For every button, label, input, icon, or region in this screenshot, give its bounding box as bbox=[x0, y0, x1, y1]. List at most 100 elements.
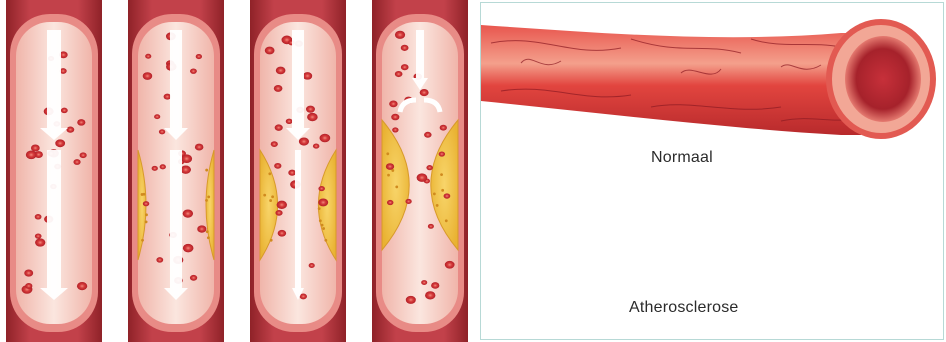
red-blood-cell-icon bbox=[181, 154, 192, 163]
plaque-speck bbox=[436, 204, 439, 207]
red-blood-cell-icon bbox=[160, 164, 166, 169]
red-blood-cell-icon bbox=[61, 108, 68, 113]
red-blood-cell-icon bbox=[428, 224, 434, 229]
red-blood-cell-icon bbox=[143, 201, 149, 206]
red-blood-cell-icon bbox=[386, 163, 394, 170]
red-blood-cell-icon bbox=[156, 257, 163, 262]
plaque-speck bbox=[205, 199, 208, 202]
red-blood-cell-icon bbox=[164, 94, 171, 100]
red-blood-cell-icon bbox=[66, 127, 74, 133]
red-blood-cell-icon bbox=[303, 72, 312, 80]
red-blood-cell-icon bbox=[307, 113, 318, 121]
plaque-speck bbox=[324, 239, 327, 242]
red-blood-cell-icon bbox=[143, 72, 153, 80]
plaque-speck bbox=[207, 236, 210, 239]
red-blood-cell-icon bbox=[417, 173, 428, 182]
plaque-speck bbox=[145, 213, 148, 216]
red-blood-cell-icon bbox=[395, 31, 405, 39]
red-blood-cell-icon bbox=[159, 129, 165, 134]
plaque-speck bbox=[205, 169, 208, 172]
red-blood-cell-icon bbox=[445, 261, 455, 269]
red-blood-cell-icon bbox=[277, 201, 287, 209]
plaque-speck bbox=[270, 239, 273, 242]
red-blood-cell-icon bbox=[275, 124, 283, 130]
normal-artery bbox=[481, 19, 936, 139]
vessel-stage-4 bbox=[372, 0, 468, 342]
red-blood-cell-icon bbox=[306, 106, 315, 113]
plaque-speck bbox=[263, 194, 266, 197]
red-blood-cell-icon bbox=[286, 119, 293, 124]
plaque-speck bbox=[322, 227, 325, 230]
red-blood-cell-icon bbox=[154, 114, 160, 119]
red-blood-cell-icon bbox=[24, 269, 33, 276]
red-blood-cell-icon bbox=[31, 145, 40, 152]
red-blood-cell-icon bbox=[424, 132, 431, 138]
red-blood-cell-icon bbox=[391, 114, 399, 121]
red-blood-cell-icon bbox=[197, 225, 206, 232]
red-blood-cell-icon bbox=[77, 119, 85, 126]
red-blood-cell-icon bbox=[425, 291, 435, 299]
red-blood-cell-icon bbox=[55, 139, 65, 147]
plaque-speck bbox=[268, 172, 271, 175]
vessel-stages-diagram bbox=[0, 0, 472, 342]
red-blood-cell-icon bbox=[444, 193, 451, 198]
red-blood-cell-icon bbox=[387, 200, 393, 205]
red-blood-cell-icon bbox=[195, 144, 203, 151]
red-blood-cell-icon bbox=[406, 296, 416, 304]
plaque-speck bbox=[440, 173, 443, 176]
red-blood-cell-icon bbox=[265, 47, 275, 55]
red-blood-cell-icon bbox=[152, 166, 158, 171]
red-blood-cell-icon bbox=[35, 233, 42, 238]
red-blood-cell-icon bbox=[309, 263, 315, 268]
artery-comparison-diagram bbox=[481, 3, 943, 339]
plaque-speck bbox=[207, 196, 210, 199]
plaque-speck bbox=[441, 189, 444, 192]
red-blood-cell-icon bbox=[420, 89, 429, 96]
red-blood-cell-icon bbox=[439, 151, 445, 156]
red-blood-cell-icon bbox=[320, 134, 331, 143]
red-blood-cell-icon bbox=[278, 230, 286, 237]
red-blood-cell-icon bbox=[190, 68, 197, 73]
red-blood-cell-icon bbox=[26, 151, 37, 160]
artery-comparison-panel: Normaal Atherosclerose bbox=[480, 2, 944, 340]
red-blood-cell-icon bbox=[35, 238, 45, 246]
red-blood-cell-icon bbox=[274, 163, 281, 169]
red-blood-cell-icon bbox=[196, 54, 202, 59]
red-blood-cell-icon bbox=[426, 165, 432, 170]
normal-caption: Normaal bbox=[651, 149, 713, 167]
plaque-speck bbox=[387, 174, 390, 177]
red-blood-cell-icon bbox=[440, 125, 447, 131]
atherosclerosis-caption: Atherosclerose bbox=[629, 299, 739, 317]
red-blood-cell-icon bbox=[389, 100, 397, 107]
red-blood-cell-icon bbox=[77, 282, 87, 290]
plaque-speck bbox=[321, 224, 324, 227]
plaque-speck bbox=[395, 185, 398, 188]
red-blood-cell-icon bbox=[274, 85, 283, 92]
plaque-speck bbox=[445, 219, 448, 222]
vessel-stage-3 bbox=[250, 0, 346, 342]
vessel-stages-panel bbox=[0, 0, 472, 342]
red-blood-cell-icon bbox=[288, 170, 296, 176]
red-blood-cell-icon bbox=[271, 141, 278, 147]
red-blood-cell-icon bbox=[275, 210, 282, 216]
vessel-stage-2 bbox=[128, 0, 224, 342]
red-blood-cell-icon bbox=[401, 64, 409, 70]
red-blood-cell-icon bbox=[73, 159, 80, 165]
red-blood-cell-icon bbox=[421, 280, 427, 285]
red-blood-cell-icon bbox=[313, 144, 319, 149]
vessel-stage-1 bbox=[6, 0, 102, 342]
plaque-speck bbox=[141, 239, 144, 242]
normal-artery-lumen bbox=[845, 36, 921, 122]
plaque-speck bbox=[319, 219, 322, 222]
red-blood-cell-icon bbox=[190, 275, 197, 281]
red-blood-cell-icon bbox=[80, 152, 87, 158]
red-blood-cell-icon bbox=[401, 45, 409, 51]
red-blood-cell-icon bbox=[431, 282, 439, 289]
red-blood-cell-icon bbox=[145, 54, 151, 59]
plaque-speck bbox=[269, 199, 272, 202]
red-blood-cell-icon bbox=[405, 199, 411, 204]
red-blood-cell-icon bbox=[395, 71, 403, 77]
plaque-speck bbox=[206, 230, 209, 233]
plaque-speck bbox=[141, 193, 144, 196]
